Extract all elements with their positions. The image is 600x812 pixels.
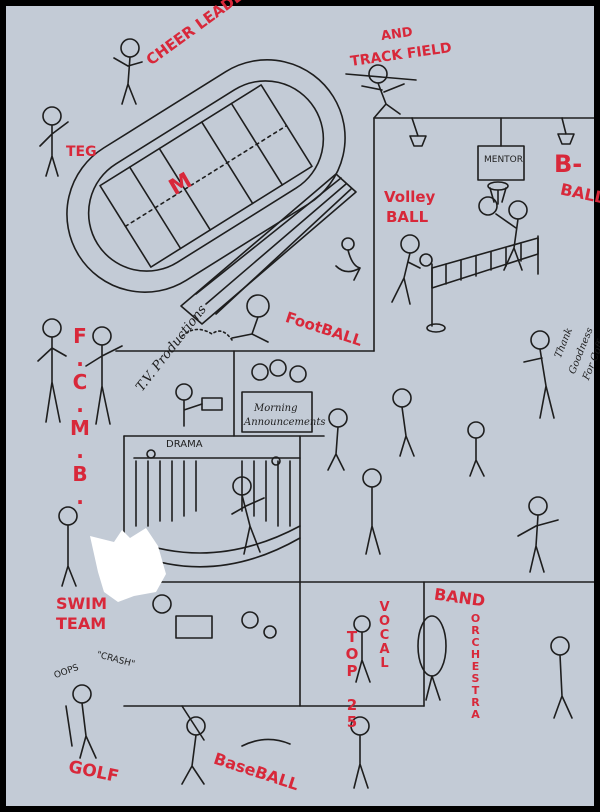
panel-frame-lines	[115, 117, 594, 707]
morning-announcements-line1: Morning	[254, 403, 298, 414]
orchestra-label: ORCHESTRA	[469, 612, 482, 720]
b-ball-label-top: B-	[554, 150, 583, 178]
vocal-label: VOCAL	[377, 600, 392, 670]
morning-announcements-line2: Announcements	[244, 417, 326, 428]
volley-ball-label-bottom: BALL	[386, 208, 429, 226]
white-patch	[90, 528, 166, 602]
fcmb-label: F.C.M.B.	[68, 324, 92, 508]
drama-sign: DRAMA	[166, 439, 203, 450]
mentor-sign: MENTOR	[484, 155, 524, 165]
top-25-label: TOP 25	[343, 628, 361, 730]
doodle-drawing	[37, 38, 594, 789]
track-oval	[66, 59, 346, 293]
doodle-sheet: CHEER LEADERS AND TRACK FIELD TEG M B- B…	[6, 0, 600, 806]
teg-label: TEG	[66, 144, 97, 160]
swim-team-label-bottom: TEAM	[56, 614, 107, 633]
bleachers	[180, 173, 357, 325]
basketball-hoop	[409, 117, 575, 216]
volley-ball-label-top: Volley	[384, 188, 436, 206]
doodle-figures	[37, 38, 573, 789]
volleyball-net	[419, 235, 539, 333]
swim-team-label-top: SWIM	[56, 594, 108, 613]
